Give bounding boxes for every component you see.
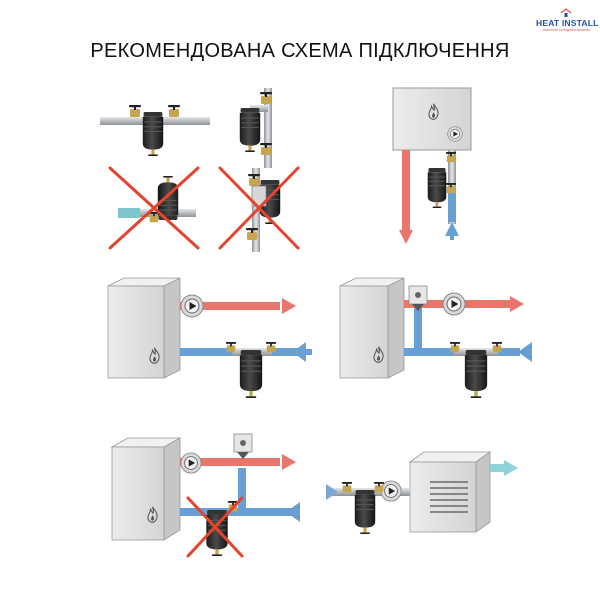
valve-icon [129, 105, 141, 117]
filter-icon [142, 112, 164, 156]
valve-icon [373, 482, 385, 493]
pump-icon [180, 452, 202, 474]
valve-icon [449, 342, 461, 353]
arrow-icon [518, 342, 532, 362]
scheme-wall-boiler [392, 87, 472, 244]
scheme-floor-boiler [107, 277, 312, 398]
arrow-icon [286, 502, 300, 522]
arrow-icon [504, 460, 518, 476]
valve-icon [445, 152, 457, 163]
filter-icon [427, 168, 447, 208]
radiator-icon [430, 481, 468, 513]
house-icon [560, 8, 572, 17]
scheme-vertical-ok [239, 88, 272, 168]
pump-icon [180, 294, 204, 318]
cross-icon [218, 166, 300, 250]
filter-icon [464, 350, 488, 398]
arrow-icon [292, 342, 306, 362]
valve-icon [260, 143, 272, 155]
mixing-valve-icon [233, 433, 253, 459]
company-logo: HEAT INSTALL опалення та водопостачання [536, 8, 599, 34]
valve-icon [168, 105, 180, 117]
arrow-icon [399, 230, 413, 244]
scheme-floor-boiler-mixing [339, 277, 532, 398]
valve-icon [491, 342, 503, 353]
logo-tagline: опалення та водопостачання [542, 28, 590, 32]
arrow-icon [282, 454, 296, 470]
pump-icon [442, 292, 466, 316]
scheme-horizontal-wrong [108, 166, 200, 250]
filter-icon [239, 108, 261, 152]
page-title: РЕКОМЕНДОВАНА СХЕМА ПІДКЛЮЧЕННЯ [90, 40, 510, 62]
arrow-icon [445, 222, 459, 236]
logo-name: HEAT INSTALL [536, 18, 599, 28]
scheme-heat-pump [326, 451, 518, 534]
arrow-icon [326, 484, 338, 500]
filter-icon [354, 490, 376, 534]
cross-icon [186, 496, 244, 558]
cross-icon [108, 166, 200, 250]
valve-icon [341, 482, 353, 493]
scheme-vertical-wrong [218, 166, 300, 252]
pump-icon [380, 480, 402, 502]
valve-icon [246, 228, 258, 240]
mixing-valve-icon [408, 285, 428, 311]
scheme-floor-boiler-wrong [110, 433, 300, 558]
valve-icon [248, 174, 260, 186]
filter-icon [239, 350, 263, 398]
scheme-horizontal-ok [100, 105, 210, 156]
valve-icon [445, 183, 457, 194]
valve-icon [225, 342, 237, 353]
arrow-icon [282, 298, 296, 314]
valve-icon [265, 342, 277, 353]
valve-icon [260, 92, 272, 104]
arrow-icon [510, 296, 524, 312]
pump-icon [447, 126, 463, 142]
valve-icon [148, 212, 160, 223]
